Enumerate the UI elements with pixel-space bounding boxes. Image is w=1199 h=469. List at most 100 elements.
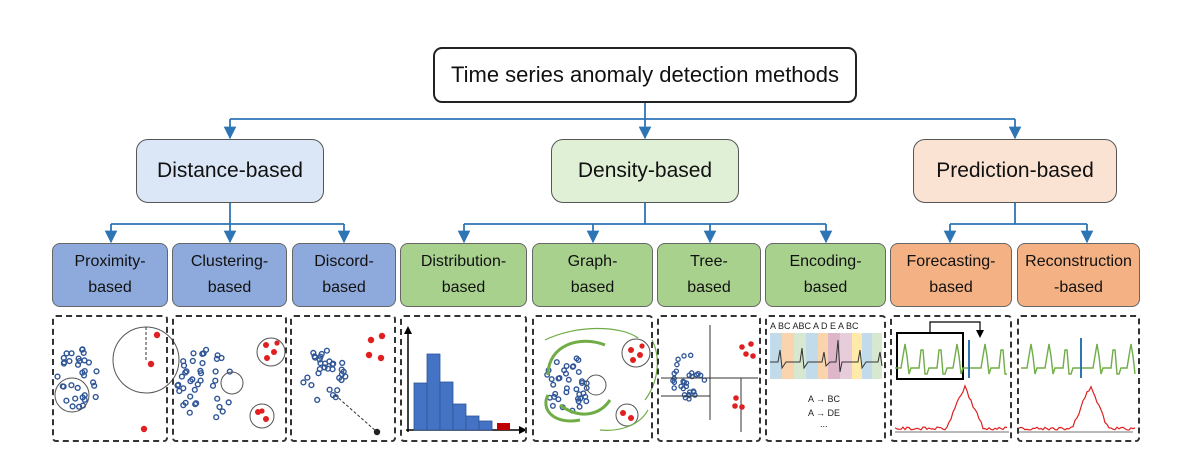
data-point [80, 349, 87, 357]
encoding-ellipsis: ... [820, 419, 828, 429]
panel-forecasting [890, 315, 1012, 442]
data-point [213, 414, 220, 421]
sub-label-line1: Discord- [314, 253, 374, 270]
sub-label-line1: Distribution- [420, 253, 507, 270]
data-point [199, 360, 206, 367]
anomaly-points [255, 340, 280, 422]
data-point [687, 352, 694, 359]
hist-bars [413, 353, 493, 431]
data-point [670, 377, 676, 384]
root-node: Time series anomaly detection methods [433, 47, 857, 103]
sub-discord: Discord-based [292, 243, 396, 307]
data-point [183, 368, 190, 375]
data-point [690, 388, 697, 394]
data-point [218, 354, 225, 362]
encoding-illustration [770, 333, 883, 379]
reconstruction-signal [1021, 343, 1136, 375]
data-point [569, 363, 576, 370]
data-point [89, 379, 97, 386]
data-point [72, 395, 79, 402]
sub-label-line2: based [687, 279, 731, 296]
data-point [683, 383, 690, 390]
data-point [212, 377, 219, 384]
data-point [80, 372, 88, 379]
data-point [342, 373, 349, 380]
window-arrow [929, 321, 981, 333]
random-walk-arrows [544, 339, 612, 423]
anomaly-cluster-circle [249, 403, 275, 429]
category-label: Density-based [577, 159, 713, 182]
hist-anomaly-bar [497, 423, 510, 430]
forecasting-illustration [894, 321, 1009, 433]
data-point [549, 402, 556, 409]
anomaly-node [615, 403, 639, 427]
sub-clustering: Clustering-based [172, 243, 287, 307]
data-point [330, 360, 337, 367]
normal-points [300, 347, 349, 404]
normal-points [174, 346, 233, 421]
hist-y-arrow [404, 326, 412, 334]
data-point [197, 377, 204, 384]
data-point [575, 369, 582, 376]
data-point [563, 363, 570, 370]
sub-label-line2: based [929, 279, 973, 296]
data-point [686, 391, 692, 398]
data-point [318, 350, 325, 358]
data-point [329, 366, 336, 373]
anomaly-node [621, 338, 651, 368]
anomaly-points [140, 331, 161, 433]
discord-point [373, 428, 381, 436]
proximity-illustration [54, 326, 180, 433]
data-point [63, 397, 70, 404]
data-point [563, 389, 570, 396]
sub-encoding: Encoding-based [765, 243, 886, 307]
data-point [225, 399, 232, 406]
sub-label-line2: based [322, 279, 366, 296]
data-point [182, 369, 189, 376]
data-point [175, 381, 182, 388]
forecast-signal [895, 343, 1007, 375]
data-point [194, 381, 201, 388]
panel-graph [532, 315, 653, 442]
panel-clustering [172, 315, 287, 442]
sub-label-line2: -based [1054, 279, 1103, 296]
data-point [576, 403, 583, 410]
data-point [561, 367, 568, 374]
data-point [219, 408, 226, 415]
anomaly-points [732, 341, 756, 410]
category-distance: Distance-based [136, 139, 324, 203]
data-point [573, 386, 580, 393]
discord-distance [334, 394, 378, 433]
data-point [671, 370, 677, 377]
sub-proximity: Proximity-based [52, 243, 168, 307]
data-point [675, 356, 681, 363]
category-label: Prediction-based [936, 159, 1094, 182]
data-point [79, 394, 86, 401]
data-point [180, 358, 187, 365]
data-point [68, 382, 75, 389]
panel-distribution [400, 315, 527, 442]
data-point [582, 393, 589, 400]
forecast-error [894, 384, 1008, 431]
data-point [68, 350, 75, 357]
normal-points [54, 346, 100, 410]
data-point [79, 346, 86, 353]
encoding-rule: A → BC [808, 394, 841, 404]
sub-label-line2: based [803, 279, 848, 296]
data-point [214, 395, 221, 402]
data-point [576, 391, 583, 398]
data-point [316, 356, 323, 363]
category-label: Distance-based [157, 159, 303, 182]
sub-label-line1: Clustering- [190, 253, 269, 270]
data-point [674, 361, 680, 368]
sub-label-line1: Reconstruction [1025, 253, 1132, 270]
data-point [69, 403, 76, 410]
sub-reconstruction: Reconstruction -based [1017, 243, 1140, 307]
sub-label-line1: Tree- [690, 253, 728, 270]
sub-label-line2: based [207, 279, 252, 296]
sub-graph: Graph-based [532, 243, 653, 307]
panel-proximity [52, 315, 168, 442]
sub-label-line1: Encoding- [789, 253, 862, 270]
data-point [180, 385, 187, 392]
